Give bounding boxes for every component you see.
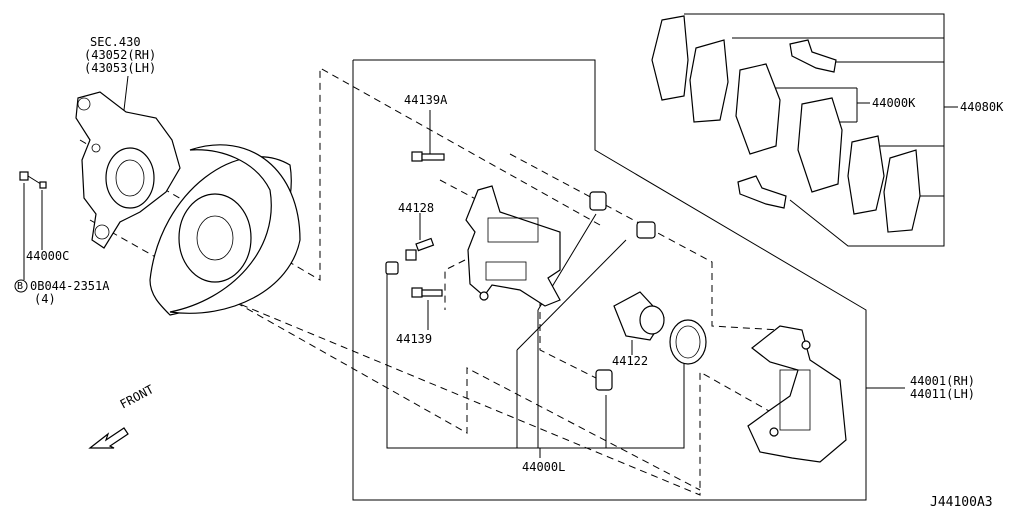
label-pads: 44000K — [872, 96, 916, 110]
label-bolt-qty: (4) — [34, 292, 56, 306]
guide-pin-bottom — [411, 287, 443, 298]
label-diagram-id: J44100A3 — [930, 495, 993, 510]
pad-retainer-bottom — [737, 175, 787, 209]
front-arrow-icon — [88, 427, 129, 449]
label-knuckle-lh: (43053(LH) — [84, 61, 157, 75]
align-dash-6 — [444, 259, 466, 310]
align-dash-4 — [509, 153, 781, 331]
align-dash-2 — [89, 219, 701, 491]
label-bolt-circle-letter: B — [17, 281, 24, 292]
boot-small — [385, 261, 399, 275]
pin-boot-right — [636, 221, 656, 239]
pin-boot-top — [589, 191, 607, 211]
label-piston: 44122 — [612, 354, 649, 368]
caliper-body — [465, 185, 561, 307]
pin-boot-bottom — [595, 369, 613, 391]
bolt-circle-marker — [14, 279, 28, 293]
caliper-assembly-frame — [352, 59, 867, 501]
label-bolt-part: 0B044-2351A — [30, 279, 110, 293]
outer-brake-pad — [735, 63, 781, 155]
inner-brake-pad — [797, 97, 843, 193]
assy-leader-outer — [386, 272, 685, 449]
label-screw-bottom: 44139 — [396, 332, 433, 346]
label-caliper-assy: 44000L — [522, 460, 566, 474]
pad-kit-bracket — [684, 13, 945, 247]
assy-leader-1b — [516, 239, 627, 351]
piston — [613, 291, 665, 341]
label-pad-kit: 44080K — [960, 100, 1004, 114]
label-dust-bolt: 44000C — [26, 249, 70, 263]
bleeder-screw — [405, 237, 435, 261]
inner-shim — [847, 135, 885, 215]
align-dash-7 — [539, 300, 601, 381]
label-screw-top: 44139A — [404, 93, 448, 107]
dust-shield-bolt — [39, 181, 47, 189]
piston-seal — [669, 319, 707, 365]
label-bracket-lh: 44011(LH) — [910, 387, 976, 401]
label-knuckle-rh: (43052(RH) — [84, 48, 157, 62]
dust-shield — [149, 144, 301, 316]
inner-shim-2 — [883, 149, 921, 233]
caliper-bracket — [747, 325, 847, 463]
pad-retainer-top — [789, 39, 837, 73]
steering-knuckle — [75, 91, 181, 249]
align-dash-3 — [229, 299, 786, 496]
knuckle-leader — [123, 75, 129, 111]
label-bleeder: 44128 — [398, 201, 435, 215]
guide-pin-top — [411, 151, 445, 162]
label-bracket-rh: 44001(RH) — [910, 374, 976, 388]
outer-shim-2 — [689, 39, 729, 123]
outer-shim — [651, 15, 689, 101]
label-sec: SEC.430 — [90, 35, 141, 49]
